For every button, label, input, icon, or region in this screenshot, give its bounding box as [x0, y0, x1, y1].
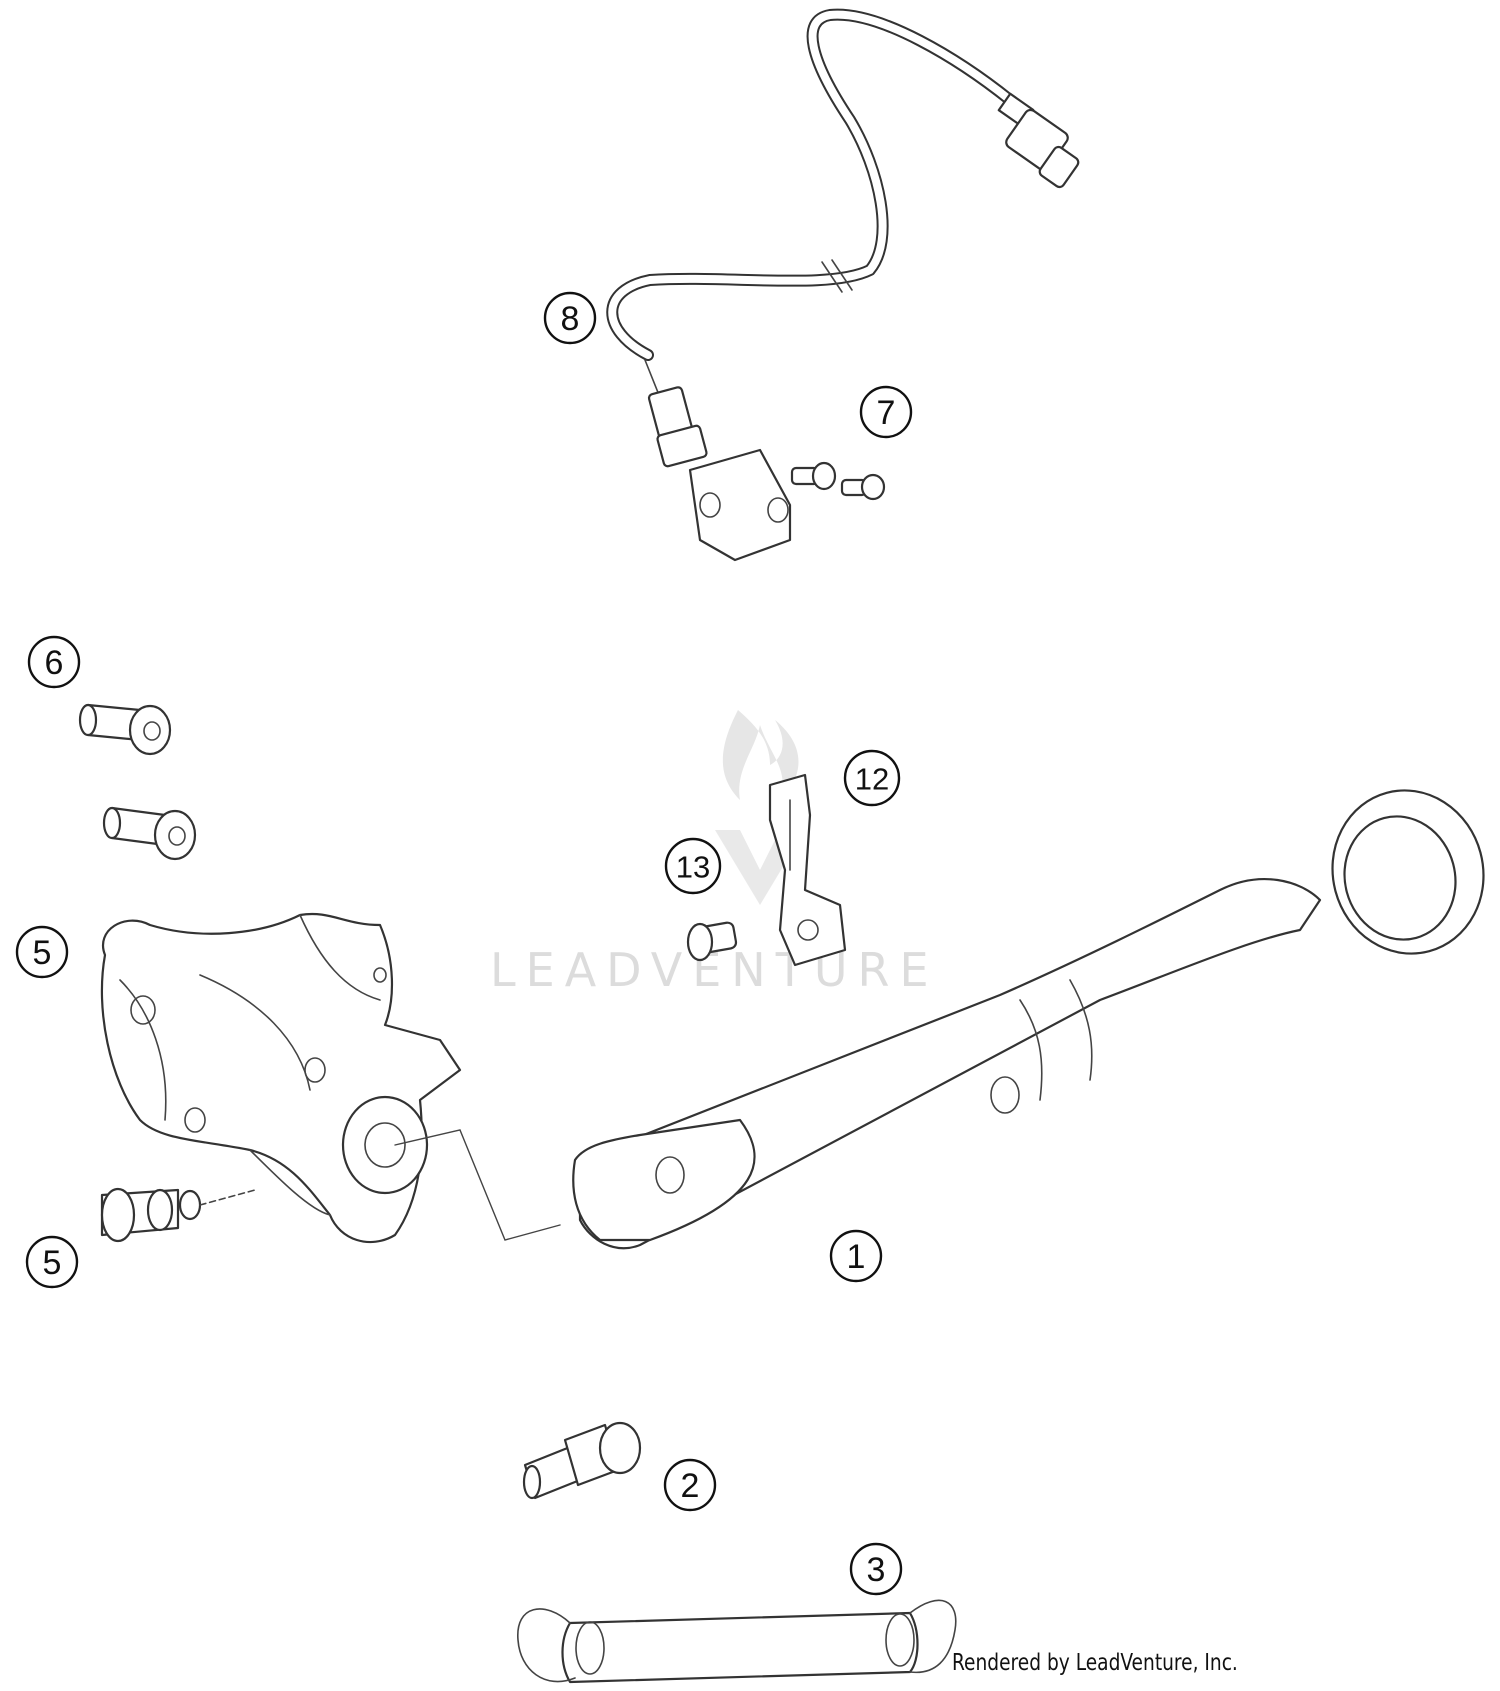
- spring-hook-pins: [100, 1187, 202, 1243]
- callout-12: 12: [843, 749, 901, 807]
- callout-7-label: 6: [45, 644, 64, 682]
- callout-6: 5: [15, 925, 69, 979]
- callout-8: 7: [859, 385, 913, 439]
- side-stand: [572, 789, 1485, 1250]
- assembly-line-stand: [394, 1129, 561, 1241]
- callout-6-label: 5: [33, 934, 52, 972]
- cable-holder: [768, 773, 847, 967]
- side-stand-bracket: [100, 912, 462, 1244]
- callout-8-label: 7: [877, 394, 896, 432]
- tension-spring: [517, 1599, 957, 1684]
- callout-12-label: 12: [855, 762, 889, 797]
- callout-7: 6: [27, 635, 81, 689]
- holder-screw: [686, 921, 738, 962]
- side-stand-switch: [606, 8, 1080, 562]
- callout-1-label: 1: [847, 1238, 866, 1276]
- callout-13: 13: [664, 837, 722, 895]
- callout-2: 2: [663, 1458, 717, 1512]
- assembly-line: [199, 1189, 256, 1206]
- stand-pivot-bolt: [522, 1421, 642, 1500]
- callout-3-label: 3: [867, 1551, 886, 1589]
- callout-1: 1: [829, 1229, 883, 1283]
- callout-9: 8: [543, 291, 597, 345]
- callout-5-label: 5: [43, 1244, 62, 1282]
- callout-9-label: 8: [561, 300, 580, 338]
- bracket-screws: [78, 703, 197, 861]
- callout-2-label: 2: [681, 1467, 700, 1505]
- callout-5: 5: [25, 1235, 79, 1289]
- switch-screws: [790, 461, 886, 501]
- callout-13-label: 13: [676, 850, 710, 885]
- callout-3: 3: [849, 1542, 903, 1596]
- render-credit: Rendered by LeadVenture, Inc.: [952, 1650, 1238, 1676]
